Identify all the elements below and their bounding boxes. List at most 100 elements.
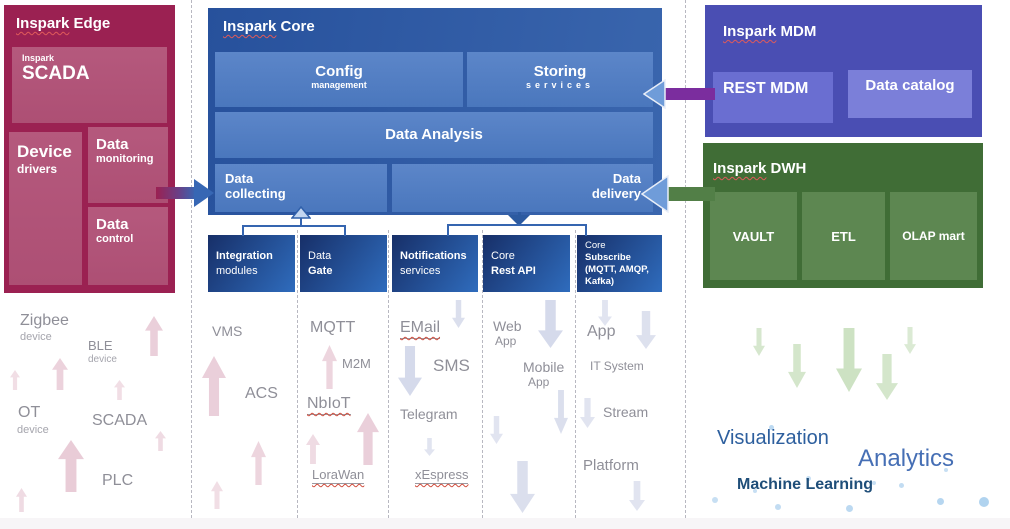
zone-separator: [388, 230, 389, 518]
dot-decor: [753, 489, 757, 493]
label-mobile-app-sub: App: [528, 375, 550, 389]
module-core-subscribe: Core Subscribe (MQTT, AMQP, Kafka): [577, 235, 662, 292]
box-storing-services: Storing services: [467, 52, 653, 107]
dot-decor: [769, 425, 774, 430]
up-arrow-icon: [52, 358, 68, 390]
down-arrow-icon: [629, 481, 645, 511]
down-arrow-icon: [636, 311, 656, 349]
down-arrow-icon: [554, 390, 568, 434]
label-xespress: xEspress: [415, 467, 469, 485]
dot-decor: [806, 476, 811, 481]
box-data-analysis: Data Analysis: [215, 112, 653, 158]
down-arrow-icon: [490, 416, 503, 444]
label-stream: Stream: [603, 404, 649, 420]
dot-decor: [712, 497, 718, 503]
down-arrow-icon: [753, 328, 765, 356]
zone-separator: [685, 0, 686, 518]
zone-separator: [575, 230, 576, 518]
dot-decor: [899, 483, 904, 488]
label-app: App: [587, 323, 616, 340]
box-data-monitoring: Data monitoring: [88, 127, 168, 203]
mdm-title: Inspark MDM: [723, 23, 817, 40]
label-visualization: Visualization: [717, 427, 829, 449]
zone-separator: [482, 230, 483, 518]
label-ble: BLE: [88, 338, 113, 353]
box-vault: VAULT: [710, 192, 797, 280]
box-device-drivers: Device drivers: [9, 132, 82, 285]
up-arrow-icon: [10, 370, 20, 390]
box-data-catalog: Data catalog: [848, 70, 972, 118]
label-nbiot: NbIoT: [307, 395, 351, 415]
delivery-down-arrowhead-icon: [508, 215, 530, 226]
box-data-collecting: Data collecting: [215, 164, 387, 212]
dwh-to-core-arrow-icon: [641, 175, 715, 213]
box-inspark-scada: Inspark SCADA: [12, 47, 167, 123]
up-arrow-icon: [16, 488, 27, 512]
dwh-brand: Inspark: [713, 160, 767, 177]
dot-decor: [944, 468, 948, 472]
label-machine-learning: Machine Learning: [737, 476, 874, 493]
label-telegram: Telegram: [400, 406, 458, 422]
dwh-title: Inspark DWH: [713, 160, 807, 177]
dot-decor: [979, 497, 989, 507]
module-integration: Integration modules: [208, 235, 295, 292]
box-data-control: Data control: [88, 207, 168, 285]
label-zigbee: Zigbee: [20, 312, 69, 329]
panel-inspark-core: Inspark Core Config management Storing s…: [208, 8, 662, 215]
mdm-to-core-arrow-icon: [643, 79, 715, 109]
label-email: EMail: [400, 319, 441, 339]
label-analytics: Analytics: [858, 445, 955, 472]
up-arrow-icon: [202, 356, 226, 416]
up-arrow-icon: [251, 441, 266, 485]
label-web-app-sub: App: [495, 334, 517, 348]
edge-title: Inspark Edge: [16, 15, 111, 32]
up-arrow-icon: [58, 440, 84, 492]
down-arrow-icon: [510, 461, 535, 513]
dot-decor: [872, 481, 876, 485]
module-data-gate: Data Gate: [300, 235, 387, 292]
label-lorawan: LoraWan: [312, 467, 365, 485]
down-arrow-icon: [836, 328, 862, 392]
core-title: Inspark Core: [223, 18, 315, 35]
down-arrow-icon: [904, 327, 916, 354]
dot-decor: [846, 505, 853, 512]
label-web-app: Web: [493, 318, 522, 334]
collecting-bracket: [242, 225, 346, 236]
label-it-system: IT System: [590, 359, 644, 373]
label-ot-sub: device: [17, 424, 49, 436]
label-mqtt: MQTT: [310, 319, 356, 336]
up-arrow-icon: [211, 481, 223, 509]
down-arrow-icon: [424, 438, 435, 456]
down-arrow-icon: [788, 344, 806, 388]
label-vms: VMS: [212, 323, 243, 339]
up-arrow-icon: [357, 413, 379, 465]
down-arrow-icon: [452, 300, 465, 328]
zone-separator: [297, 230, 298, 518]
label-zigbee-sub: device: [20, 331, 52, 343]
delivery-stem: [518, 212, 521, 217]
down-arrow-icon: [538, 300, 563, 348]
box-data-delivery: Data delivery: [392, 164, 653, 212]
label-mobile-app: Mobile: [523, 359, 565, 375]
label-ble-sub: device: [88, 354, 117, 365]
box-etl: ETL: [802, 192, 885, 280]
down-arrow-icon: [876, 354, 898, 400]
box-rest-mdm: REST MDM: [713, 72, 833, 123]
label-scada: SCADA: [92, 412, 148, 429]
label-plc: PLC: [102, 472, 134, 489]
dot-decor: [937, 498, 944, 505]
edge-brand: Inspark: [16, 15, 70, 32]
label-m2m: M2M: [342, 356, 371, 371]
box-config-management: Config management: [215, 52, 463, 107]
module-notifications: Notifications services: [392, 235, 478, 292]
edge-to-core-arrow-icon: [156, 179, 214, 207]
delivery-bracket: [447, 224, 587, 236]
up-arrow-icon: [155, 431, 166, 451]
up-arrow-icon: [306, 434, 320, 464]
box-olap-mart: OLAP mart: [890, 192, 977, 280]
panel-inspark-mdm: Inspark MDM REST MDM Data catalog: [705, 5, 982, 137]
down-arrow-icon: [580, 398, 595, 428]
up-arrow-icon: [322, 345, 337, 389]
panel-inspark-edge: Inspark Edge Inspark SCADA Device driver…: [4, 5, 175, 293]
